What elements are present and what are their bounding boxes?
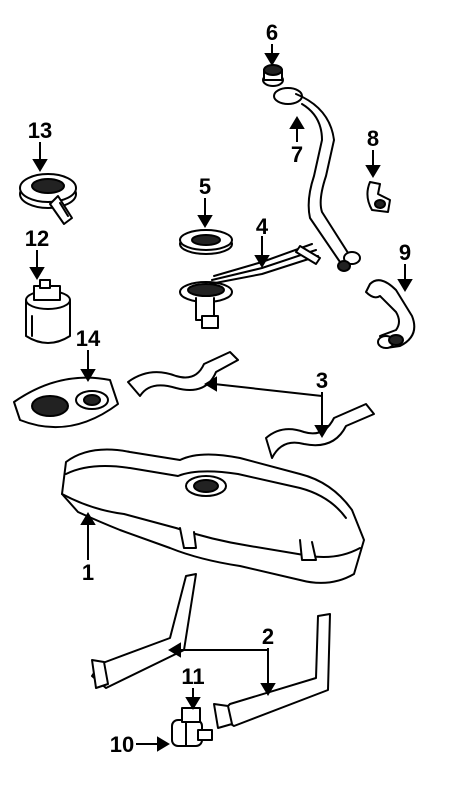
callout-leaders (29, 44, 413, 752)
part-7-filler-pipe (273, 87, 361, 272)
callout-13: 13 (28, 118, 52, 143)
callout-10: 10 (110, 732, 134, 757)
part-2-strap-right (213, 613, 331, 729)
part-13-lock-ring (19, 173, 77, 225)
part-6-grommet (262, 64, 284, 87)
callout-labels: 6 7 8 13 5 4 12 9 14 3 1 2 11 10 (25, 20, 411, 757)
part-5-lock-ring (179, 229, 233, 255)
callout-3: 3 (316, 368, 328, 393)
callout-6: 6 (266, 20, 278, 45)
part-2-strap-left (91, 573, 197, 689)
callout-14: 14 (76, 326, 101, 351)
callout-8: 8 (367, 126, 379, 151)
part-14-retainer-plate (13, 376, 119, 429)
part-3-pad-right (265, 403, 375, 459)
callout-1: 1 (82, 560, 94, 585)
part-3-pad-left (127, 351, 239, 397)
part-1-fuel-tank (61, 448, 365, 584)
callout-11: 11 (181, 664, 204, 689)
part-9-hose (365, 279, 416, 349)
callout-4: 4 (256, 214, 269, 239)
part-4-sender-assembly (179, 243, 321, 329)
part-8-clip (366, 181, 391, 213)
callout-12: 12 (25, 226, 49, 251)
part-10-11-valve (171, 707, 213, 747)
callout-2: 2 (262, 624, 274, 649)
part-12-fuel-filter (25, 279, 71, 344)
callout-5: 5 (199, 174, 211, 199)
callout-9: 9 (399, 240, 411, 265)
callout-7: 7 (291, 142, 303, 167)
